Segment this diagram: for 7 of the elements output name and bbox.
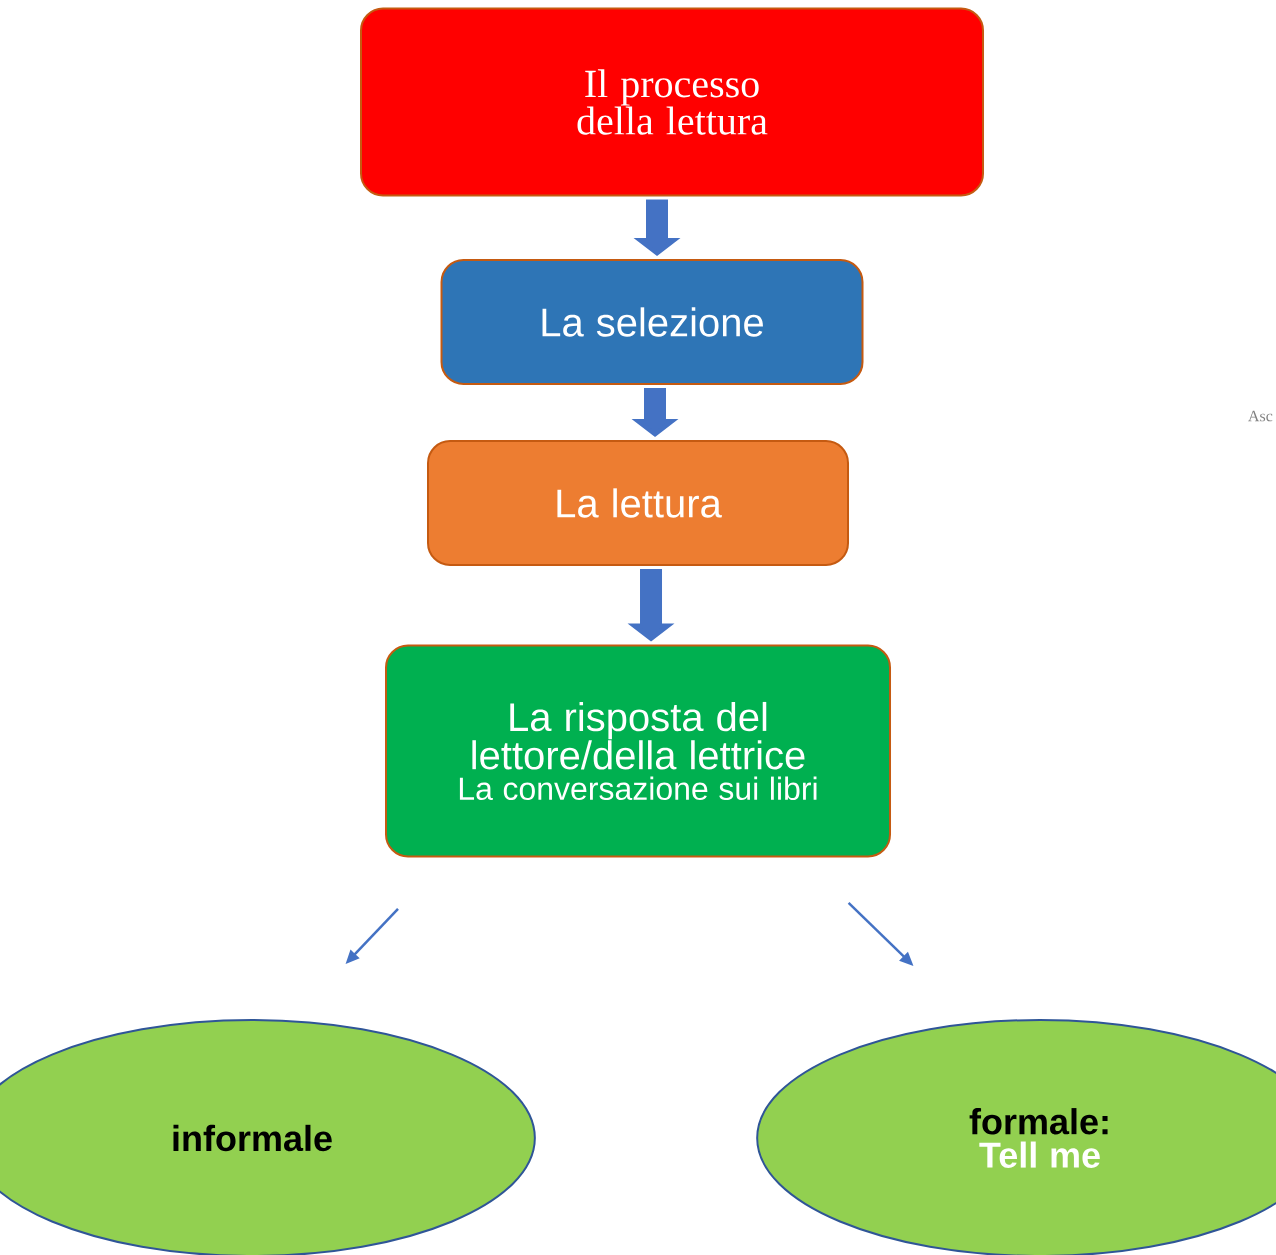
ellipse-node: formale: Tell me <box>756 1019 1276 1255</box>
process-box: La selezione <box>440 259 864 385</box>
process-box: La lettura <box>427 440 849 566</box>
text-fragment: Asc <box>1248 410 1273 422</box>
ellipse-node: informale <box>0 1019 536 1255</box>
process-box: La risposta del lettore/della lettrice La conversazione sui libri <box>385 644 891 858</box>
process-box: Il processo della lettura <box>360 7 984 197</box>
